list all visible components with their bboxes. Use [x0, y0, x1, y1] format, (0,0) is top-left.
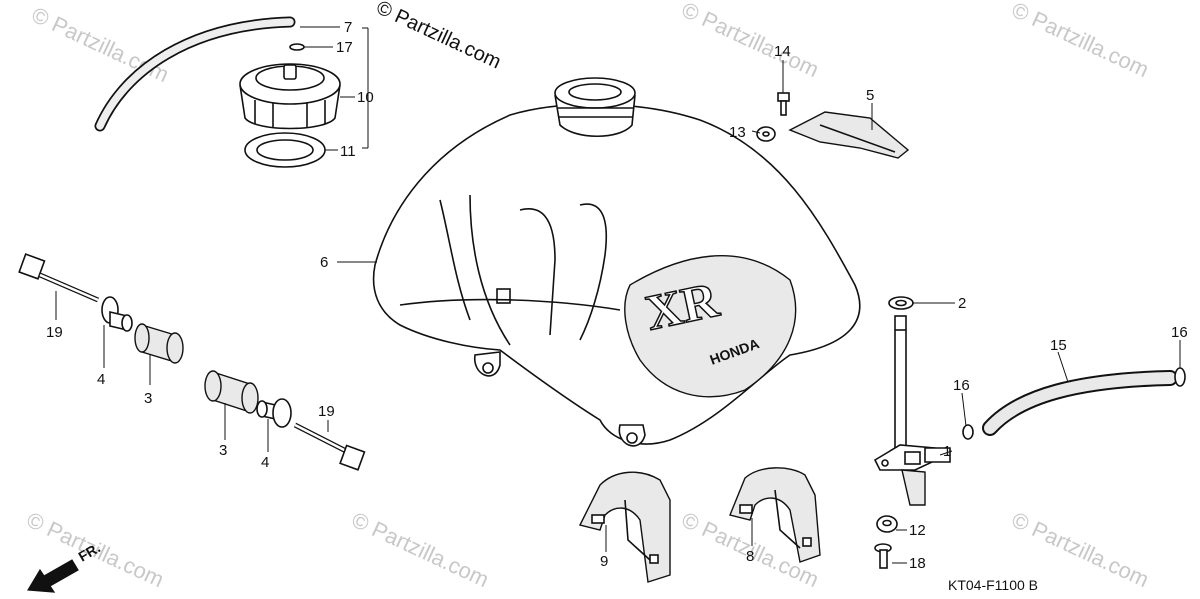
fuel-valve: [873, 315, 951, 506]
fuel-valve-washer: [888, 296, 914, 310]
callout-19-left: 19: [46, 324, 63, 341]
callout-8: 8: [746, 548, 754, 565]
rubber-cushion-left: [134, 323, 184, 364]
nut-12: [876, 515, 898, 533]
rubber-cushion-right: [204, 370, 259, 414]
fuel-tank: XR HONDA: [372, 77, 861, 447]
callout-13: 13: [729, 124, 746, 141]
collar-left: [101, 296, 133, 332]
callout-1: 1: [943, 443, 951, 460]
cap-gasket: [244, 132, 326, 168]
leader-lines: [55, 26, 1181, 564]
callout-4-left: 4: [97, 371, 105, 388]
callout-3-left: 3: [144, 390, 152, 407]
mount-bolt-left: [18, 253, 99, 303]
diagram-code: KT04-F1100 B: [948, 577, 1038, 593]
callout-3-right: 3: [219, 442, 227, 459]
hose-clip-upper: [1174, 367, 1186, 387]
callout-17: 17: [336, 39, 353, 56]
callout-4-right: 4: [261, 454, 269, 471]
watermark: © Partzilla.com: [28, 2, 173, 87]
nut-13: [756, 126, 776, 142]
callout-11: 11: [340, 143, 356, 160]
callouts: 1 2 3 3 4 4 5 6 7 8 9 10 11 12 13 14 15 …: [46, 19, 1188, 572]
callout-6: 6: [320, 254, 328, 271]
tank-decal: [624, 255, 797, 398]
callout-16-right: 16: [1171, 324, 1188, 341]
callout-19-right: 19: [318, 403, 335, 420]
hose-clip-lower: [962, 424, 974, 440]
callout-18: 18: [909, 555, 926, 572]
callout-16-left: 16: [953, 377, 970, 394]
hose-clip: [289, 43, 305, 51]
collar-right: [256, 398, 292, 428]
watermark: © Partzilla.com: [678, 0, 823, 82]
callout-10: 10: [357, 89, 374, 106]
copyright-stamp: © Partzilla.com: [373, 0, 504, 73]
tank-band-9: [578, 471, 671, 583]
callout-7: 7: [344, 19, 352, 36]
screw-18: [874, 543, 892, 569]
callout-2: 2: [958, 295, 966, 312]
watermark: © Partzilla.com: [1008, 0, 1153, 82]
callout-14: 14: [774, 43, 791, 60]
tank-band-8: [729, 467, 821, 563]
bolt-14: [777, 92, 790, 116]
callout-9: 9: [600, 553, 608, 570]
callout-12: 12: [909, 522, 926, 539]
mount-bolt-right: [293, 422, 366, 471]
callout-5: 5: [866, 87, 874, 104]
watermark: © Partzilla.com: [348, 507, 493, 592]
callout-15: 15: [1050, 337, 1067, 354]
fuel-cap: [239, 63, 341, 130]
